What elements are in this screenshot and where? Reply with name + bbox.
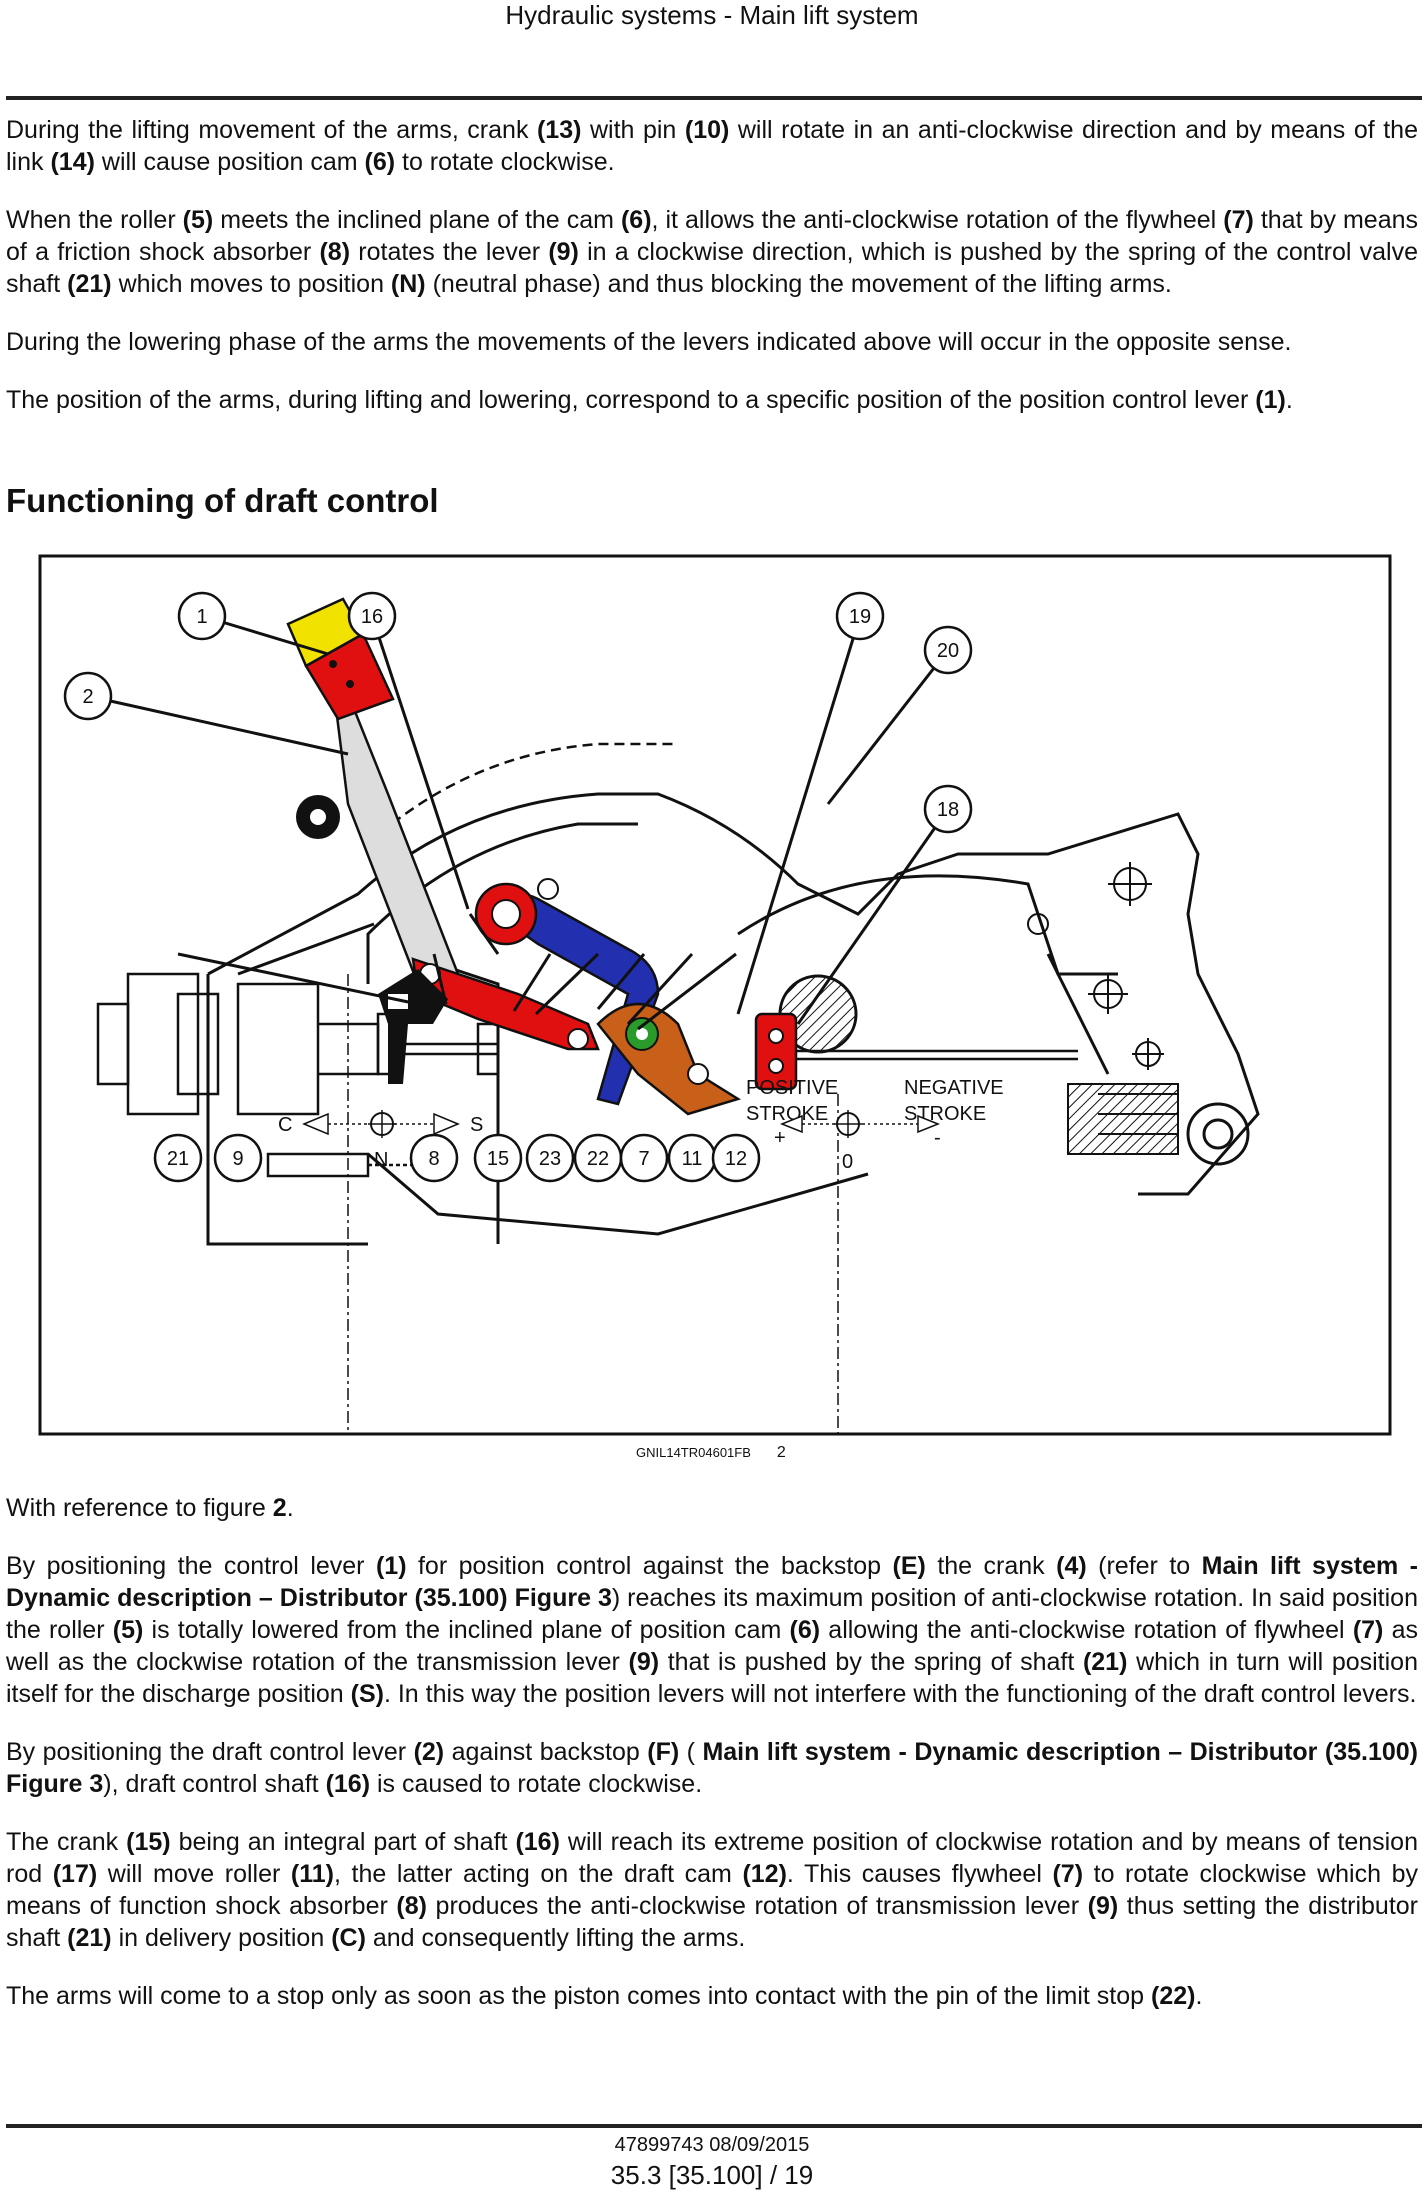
paragraph: By positioning the draft control lever (… bbox=[6, 1738, 1418, 1798]
positive-stroke-label: STROKE bbox=[746, 1103, 828, 1125]
callout-bubble bbox=[923, 625, 973, 675]
callout-label: 16 bbox=[361, 606, 383, 628]
callout-bubble bbox=[347, 591, 397, 641]
callout-label: 11 bbox=[682, 1148, 703, 1170]
paragraph: The crank (15) being an integral part of… bbox=[6, 1828, 1419, 1952]
callout-bubble bbox=[177, 591, 227, 641]
paragraph: With reference to figure 2. bbox=[6, 1494, 294, 1522]
paragraph: When the roller (5) meets the inclined p… bbox=[6, 206, 1418, 298]
negative-label: NEGATIVE bbox=[904, 1077, 1004, 1099]
callout-label: 18 bbox=[937, 799, 959, 821]
body-text: With reference to figure 2. By positioni… bbox=[6, 1492, 1418, 2038]
zero-label: 0 bbox=[842, 1151, 853, 1173]
paragraph: During the lowering phase of the arms th… bbox=[6, 328, 1292, 356]
minus-sign: - bbox=[934, 1127, 941, 1149]
positive-label: POSITIVE bbox=[746, 1077, 838, 1099]
callout-bubble bbox=[213, 1133, 263, 1183]
figure-number: 2 bbox=[776, 1444, 786, 1461]
spring-housing bbox=[1067, 1083, 1179, 1155]
paragraph: The arms will come to a stop only as soo… bbox=[6, 1982, 1203, 2010]
callout-bubble bbox=[619, 1133, 669, 1183]
callout-bubble bbox=[409, 1133, 459, 1183]
paragraph: By positioning the control lever (1) for… bbox=[6, 1552, 1418, 1708]
callout-bubble bbox=[711, 1133, 761, 1183]
callout-label: 2 bbox=[82, 686, 93, 708]
section-heading: Functioning of draft control bbox=[6, 482, 439, 519]
pivot-ring bbox=[1186, 1102, 1250, 1166]
plus-sign: + bbox=[774, 1127, 786, 1149]
callout-bubble bbox=[473, 1133, 523, 1183]
scale-c-label: C bbox=[278, 1114, 292, 1136]
footer-rule bbox=[6, 2124, 1422, 2128]
scale-s-label: S bbox=[470, 1114, 483, 1136]
figure-code: GNIL14TR04601FB bbox=[636, 1445, 751, 1460]
scale-n-label: N bbox=[374, 1149, 388, 1171]
page-number: 35.3 [35.100] / 19 bbox=[610, 2160, 814, 2190]
leader-lines bbox=[87, 614, 950, 1031]
negative-stroke-label: STROKE bbox=[904, 1103, 986, 1125]
position-scale: C S N bbox=[278, 1110, 483, 1171]
callout-bubble bbox=[525, 1133, 575, 1183]
callout-label: 9 bbox=[232, 1148, 243, 1170]
callout-label: 20 bbox=[937, 640, 959, 662]
center-lines bbox=[347, 974, 839, 1434]
callout-label: 7 bbox=[638, 1148, 649, 1170]
document-id: 47899743 08/09/2015 bbox=[614, 2134, 810, 2156]
callout-label: 8 bbox=[428, 1148, 439, 1170]
callout-label: 12 bbox=[725, 1148, 747, 1170]
callout-bubble bbox=[923, 784, 973, 834]
pivot-marks bbox=[1027, 862, 1164, 1070]
callout-group: 1 16 19 20 2 18 21 9 8 15 23 22 7 11 12 bbox=[63, 591, 973, 1183]
header-rule bbox=[6, 96, 1422, 100]
figure-frame bbox=[38, 554, 1392, 1436]
page-header: Hydraulic systems - Main lift system bbox=[505, 0, 919, 30]
callout-label: 22 bbox=[587, 1148, 609, 1170]
callout-label: 23 bbox=[539, 1148, 561, 1170]
figure-caption: GNIL14TR04601FB 2 bbox=[636, 1444, 786, 1462]
paragraph: During the lifting movement of the arms,… bbox=[6, 116, 1418, 176]
callout-bubble bbox=[835, 591, 885, 641]
lever-2-knob bbox=[304, 632, 395, 721]
draft-control-diagram: C S N POSITIVE STROKE NEGATIVE STROKE + … bbox=[38, 554, 1392, 1436]
callout-label: 19 bbox=[849, 606, 871, 628]
callout-label: 21 bbox=[167, 1148, 189, 1170]
stroke-scale: POSITIVE STROKE NEGATIVE STROKE + - 0 bbox=[746, 1077, 1004, 1173]
callout-label: 15 bbox=[487, 1148, 509, 1170]
intro-text: During the lifting movement of the arms,… bbox=[6, 114, 1418, 442]
callout-label: 1 bbox=[196, 606, 207, 628]
callout-bubble bbox=[153, 1133, 203, 1183]
callout-bubble bbox=[63, 671, 113, 721]
paragraph: The position of the arms, during lifting… bbox=[6, 386, 1293, 414]
